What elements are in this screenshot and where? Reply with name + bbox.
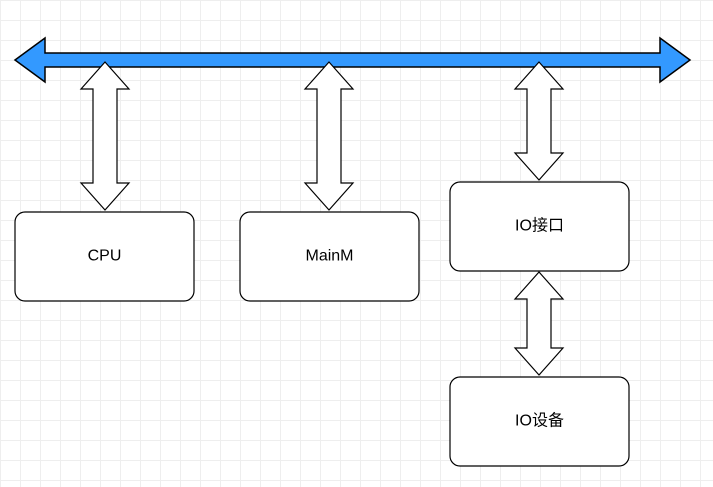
node-cpu[interactable]: CPU: [14, 211, 195, 302]
node-cpu-label: CPU: [88, 248, 122, 265]
node-io-device-box: [449, 376, 630, 467]
node-io-device[interactable]: IO设备: [449, 376, 630, 467]
node-io-interface-box: [449, 181, 630, 272]
connector-bus-mainm[interactable]: [303, 61, 355, 211]
node-io-device-label: IO设备: [515, 412, 564, 430]
connector-bus-io-interface[interactable]: [513, 61, 565, 181]
connector-io-interface-io-device[interactable]: [513, 271, 565, 376]
connector-bus-cpu[interactable]: [79, 61, 131, 211]
system-bus-arrow[interactable]: [13, 36, 692, 84]
node-mainm-label: MainM: [305, 248, 353, 265]
node-mainm-box: [239, 211, 420, 302]
node-cpu-box: [14, 211, 195, 302]
node-mainm[interactable]: MainM: [239, 211, 420, 302]
node-io-interface-label: IO接口: [515, 217, 564, 235]
node-io-interface[interactable]: IO接口: [449, 181, 630, 272]
